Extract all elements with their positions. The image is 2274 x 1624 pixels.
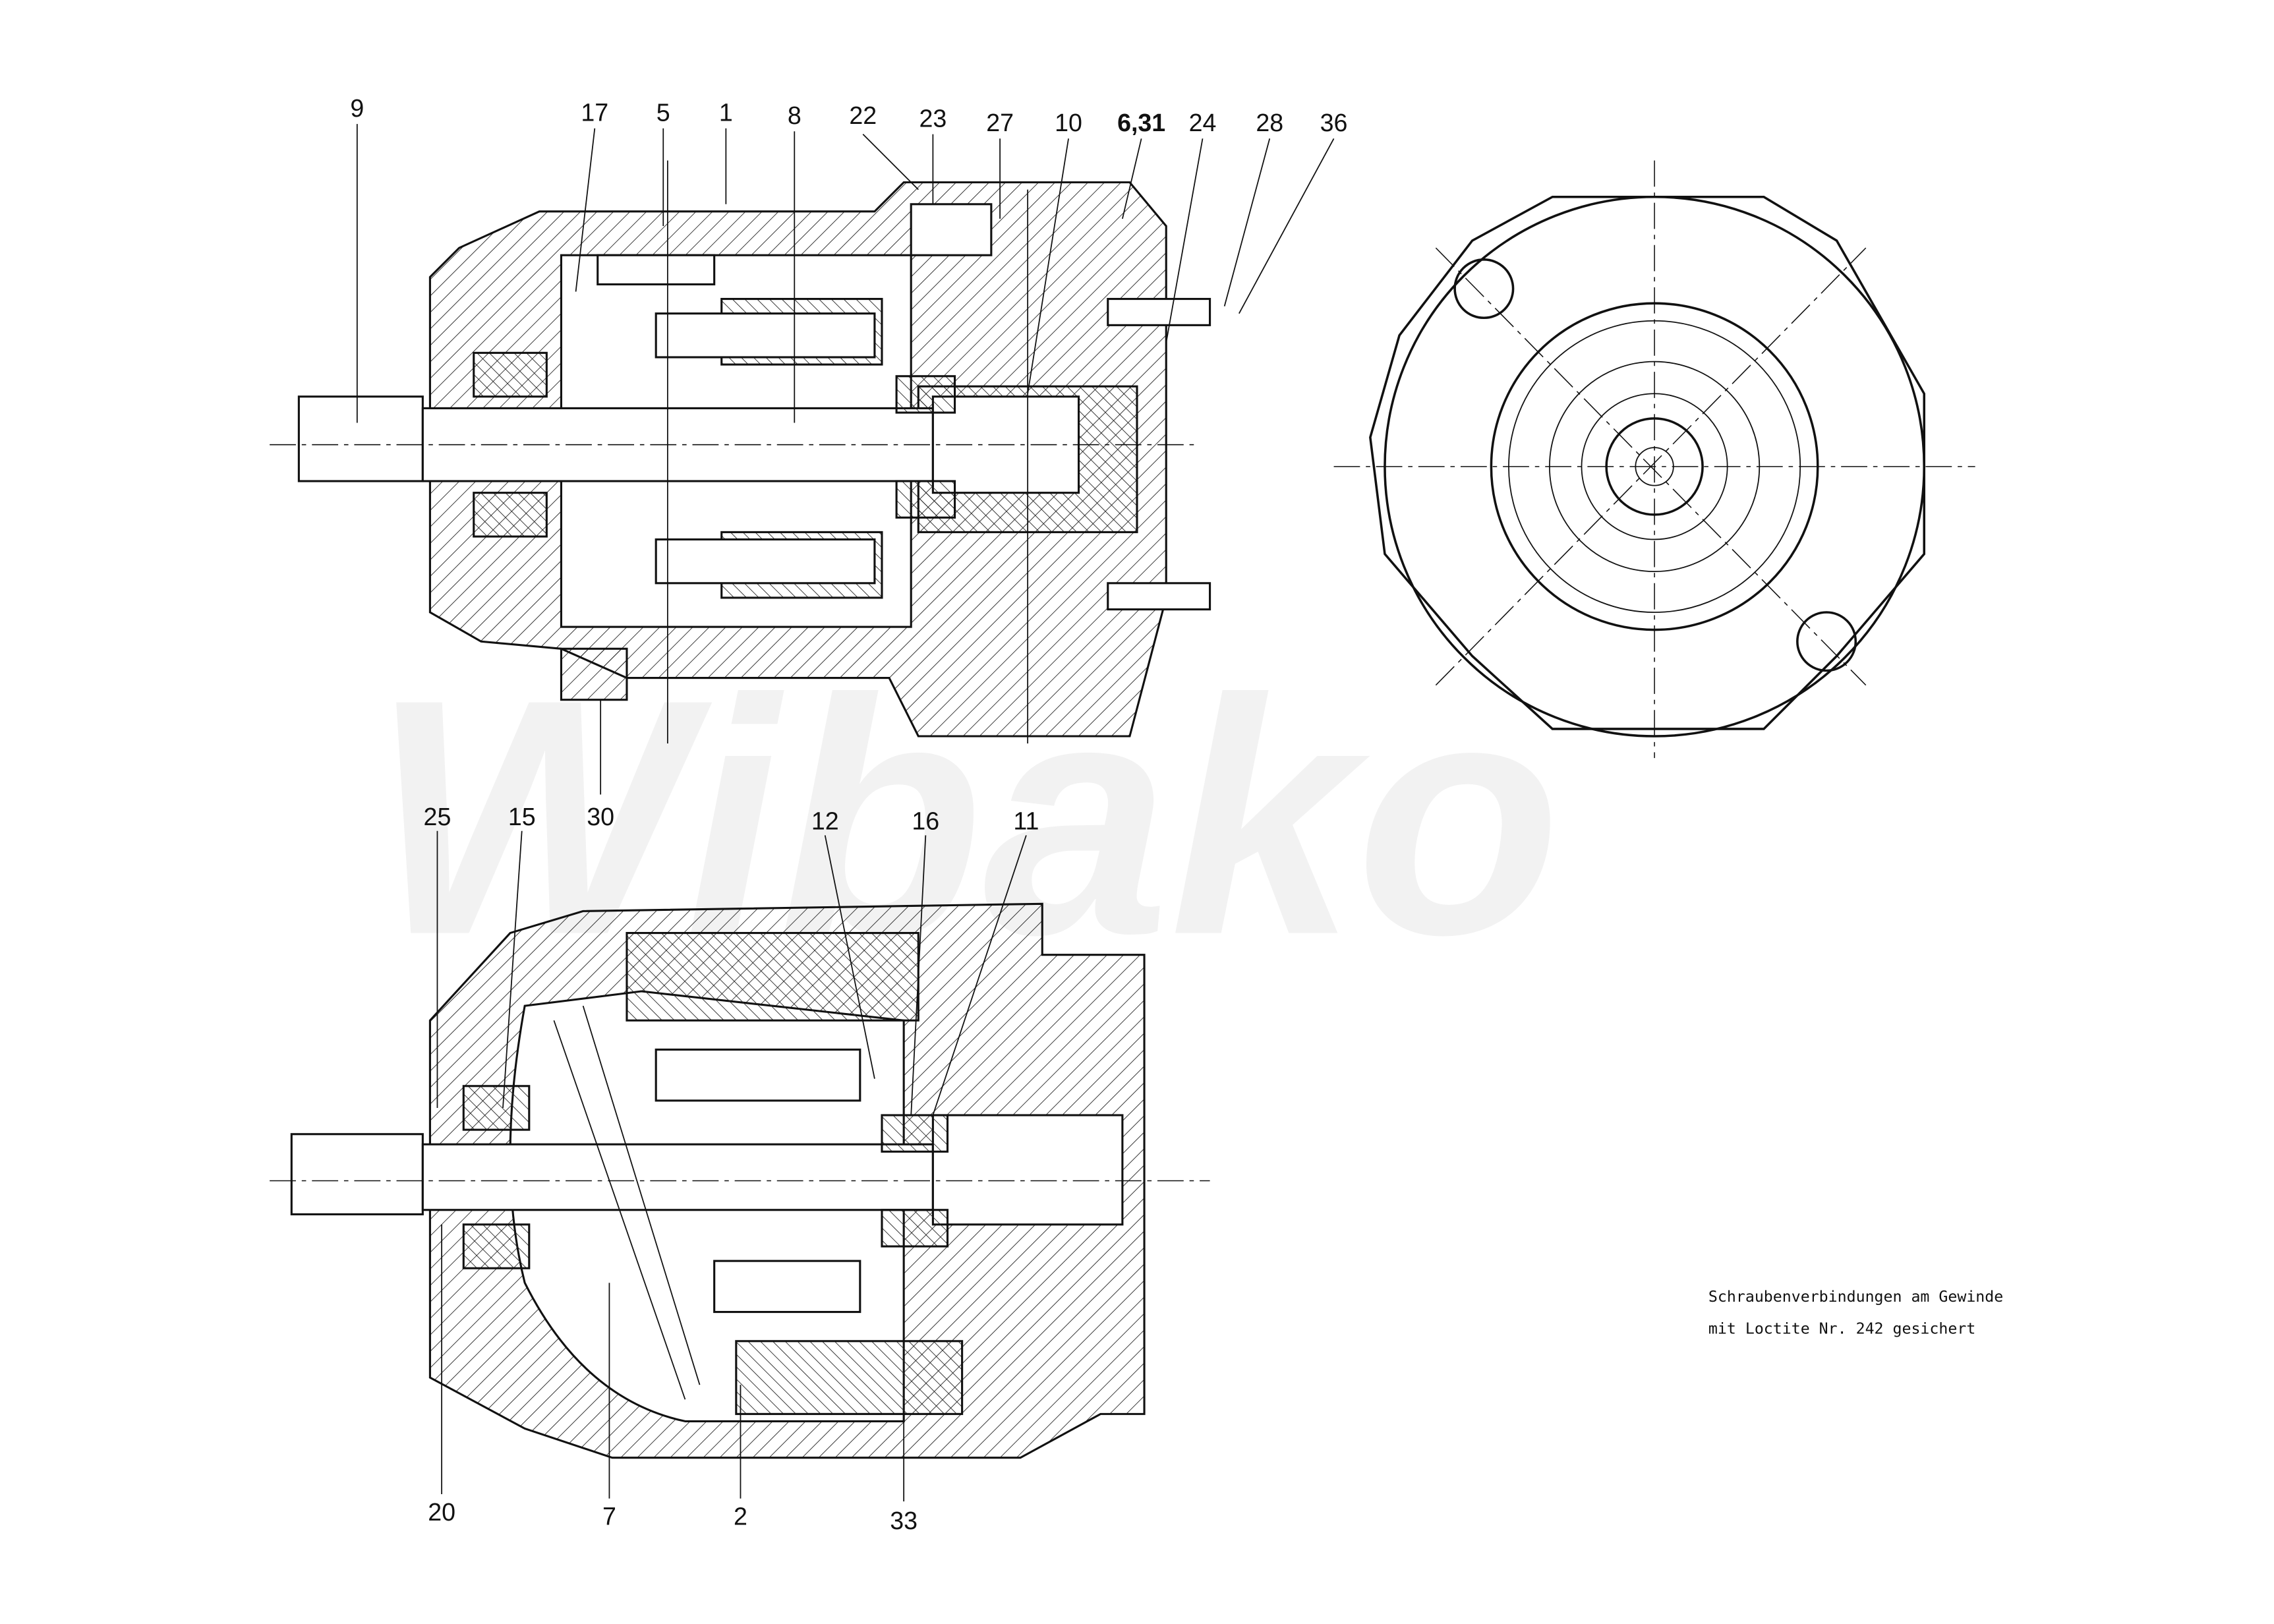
part-label: 33 [890, 1507, 918, 1534]
part-label: 1 [719, 99, 733, 127]
note-line-2: mit Loctite Nr. 242 gesichert [1708, 1320, 1975, 1338]
note-line-1: Schraubenverbindungen am Gewinde [1708, 1288, 2003, 1306]
part-label: 23 [919, 105, 947, 132]
part-label: 10 [1055, 109, 1082, 136]
part-label: 12 [811, 807, 839, 835]
leader-lines [356, 124, 1335, 1502]
part-label: 20 [428, 1498, 455, 1526]
part-label: 15 [508, 803, 536, 830]
part-label: 22 [849, 102, 877, 129]
part-label: 7 [602, 1502, 616, 1530]
part-label: 11 [1013, 807, 1039, 835]
end-view [1333, 160, 1975, 759]
part-label: 8 [788, 102, 802, 129]
part-label: 24 [1189, 109, 1217, 136]
bottom-view-labels: 25 15 12 16 11 20 7 2 33 [424, 803, 1039, 1534]
assembly-note: Schraubenverbindungen am Gewinde mit Loc… [1708, 1288, 2003, 1338]
part-label: 28 [1256, 109, 1283, 136]
part-label: 30 [587, 803, 614, 830]
part-label: 25 [424, 803, 452, 830]
part-label: 9 [350, 94, 364, 122]
top-section-view [270, 160, 1211, 744]
part-label: 36 [1320, 109, 1348, 136]
part-label: 2 [734, 1502, 747, 1530]
part-label: 17 [581, 99, 608, 127]
bottom-section-view [270, 902, 1210, 1459]
part-label: 5 [656, 99, 670, 127]
part-label: 27 [986, 109, 1014, 136]
part-label: 6,31 [1117, 109, 1165, 136]
part-label: 16 [912, 807, 939, 835]
top-view-labels: 9 17 5 1 8 22 23 27 10 6,31 24 28 36 30 [350, 94, 1347, 830]
